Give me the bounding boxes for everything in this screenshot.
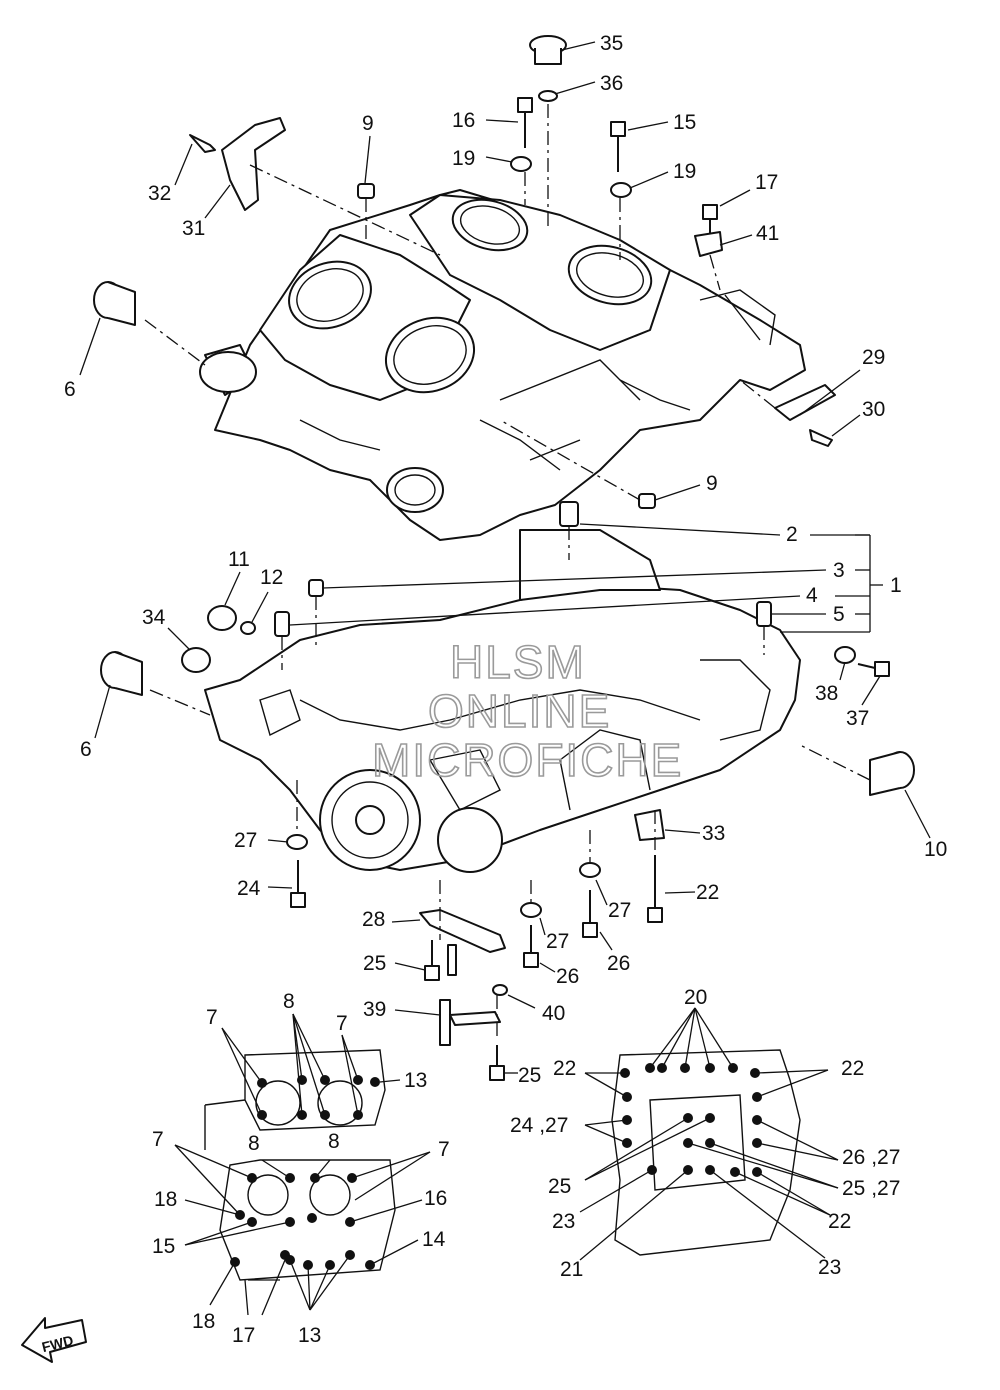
small-parts	[93, 35, 915, 1081]
callout-31: 31	[182, 217, 205, 240]
fwd-label: FWD	[40, 1332, 75, 1355]
callout-22: 22	[553, 1057, 576, 1080]
callout-34: 34	[142, 606, 166, 629]
callout-7: 7	[438, 1138, 450, 1161]
callout-41: 41	[756, 222, 779, 245]
callout-38: 38	[815, 682, 838, 705]
callout-32: 32	[148, 182, 171, 205]
leader-lines	[79, 41, 931, 1316]
callout-16: 16	[424, 1187, 447, 1210]
callout-27: 27	[234, 829, 257, 852]
callout-28: 28	[362, 908, 385, 931]
callout-25: 25	[363, 952, 386, 975]
callout-19: 19	[452, 147, 475, 170]
callout-7: 7	[206, 1006, 218, 1029]
callout-15: 15	[673, 111, 696, 134]
callout-6: 6	[80, 738, 92, 761]
callout-16: 16	[452, 109, 475, 132]
callout-18: 18	[154, 1188, 177, 1211]
callout-17: 17	[232, 1324, 255, 1347]
callout-13: 13	[404, 1069, 427, 1092]
callout-23: 23	[552, 1210, 575, 1233]
callout-18: 18	[192, 1310, 215, 1333]
callout-7: 7	[336, 1012, 348, 1035]
watermark-line-3: MICROFICHE	[372, 734, 683, 786]
callout-9: 9	[362, 112, 374, 135]
callout-27: 27	[546, 930, 569, 953]
callout-8: 8	[283, 990, 295, 1013]
callout-2: 2	[786, 523, 798, 546]
callout-20: 20	[684, 986, 707, 1009]
callout-23: 23	[818, 1256, 841, 1279]
callout-3: 3	[833, 559, 845, 582]
callout-26: 26	[556, 965, 579, 988]
callout-29: 29	[862, 346, 885, 369]
callout-9: 9	[706, 472, 718, 495]
callout-14: 14	[422, 1228, 446, 1251]
callout-6: 6	[64, 378, 76, 401]
callout-22: 22	[696, 881, 719, 904]
callout-19: 19	[673, 160, 696, 183]
callout-1: 1	[890, 574, 902, 597]
lower-crankcase	[204, 529, 801, 873]
watermark: HLSM ONLINE MICROFICHE	[371, 635, 683, 787]
callout-11: 11	[228, 548, 250, 571]
callout-26-27: 26 ,27	[842, 1146, 900, 1169]
callout-25: 25	[518, 1064, 541, 1087]
callout-labels: 35 36 16 15 9 19 19 17 32 31 41 29 6 30 …	[64, 32, 947, 1347]
callout-24-27: 24 ,27	[510, 1114, 568, 1137]
callout-17: 17	[755, 171, 778, 194]
watermark-line-1: HLSM	[450, 636, 586, 688]
callout-35: 35	[600, 32, 623, 55]
callout-22: 22	[828, 1210, 851, 1233]
callout-33: 33	[702, 822, 725, 845]
callout-22: 22	[841, 1057, 864, 1080]
alignment-lines	[144, 104, 871, 1040]
callout-40: 40	[542, 1002, 565, 1025]
callout-25: 25	[548, 1175, 571, 1198]
callout-30: 30	[862, 398, 885, 421]
bolt-pattern-lower-left	[219, 1159, 396, 1281]
callout-37: 37	[846, 707, 869, 730]
fwd-arrow: FWD	[21, 1317, 87, 1363]
callout-27: 27	[608, 899, 631, 922]
callout-39: 39	[363, 998, 386, 1021]
callout-13: 13	[298, 1324, 321, 1347]
callout-8: 8	[328, 1130, 340, 1153]
callout-7: 7	[152, 1128, 164, 1151]
callout-4: 4	[806, 584, 818, 607]
callout-25-27: 25 ,27	[842, 1177, 900, 1200]
bolt-pattern-upper-left	[204, 1049, 386, 1150]
callout-26: 26	[607, 952, 630, 975]
callout-8: 8	[248, 1132, 260, 1155]
callout-21: 21	[560, 1258, 583, 1281]
callout-10: 10	[924, 838, 947, 861]
upper-crankcase	[199, 189, 806, 541]
callout-24: 24	[237, 877, 261, 900]
callout-36: 36	[600, 72, 623, 95]
callout-15: 15	[152, 1235, 175, 1258]
callout-5: 5	[833, 603, 845, 626]
callout-12: 12	[260, 566, 283, 589]
watermark-line-2: ONLINE	[428, 685, 611, 737]
